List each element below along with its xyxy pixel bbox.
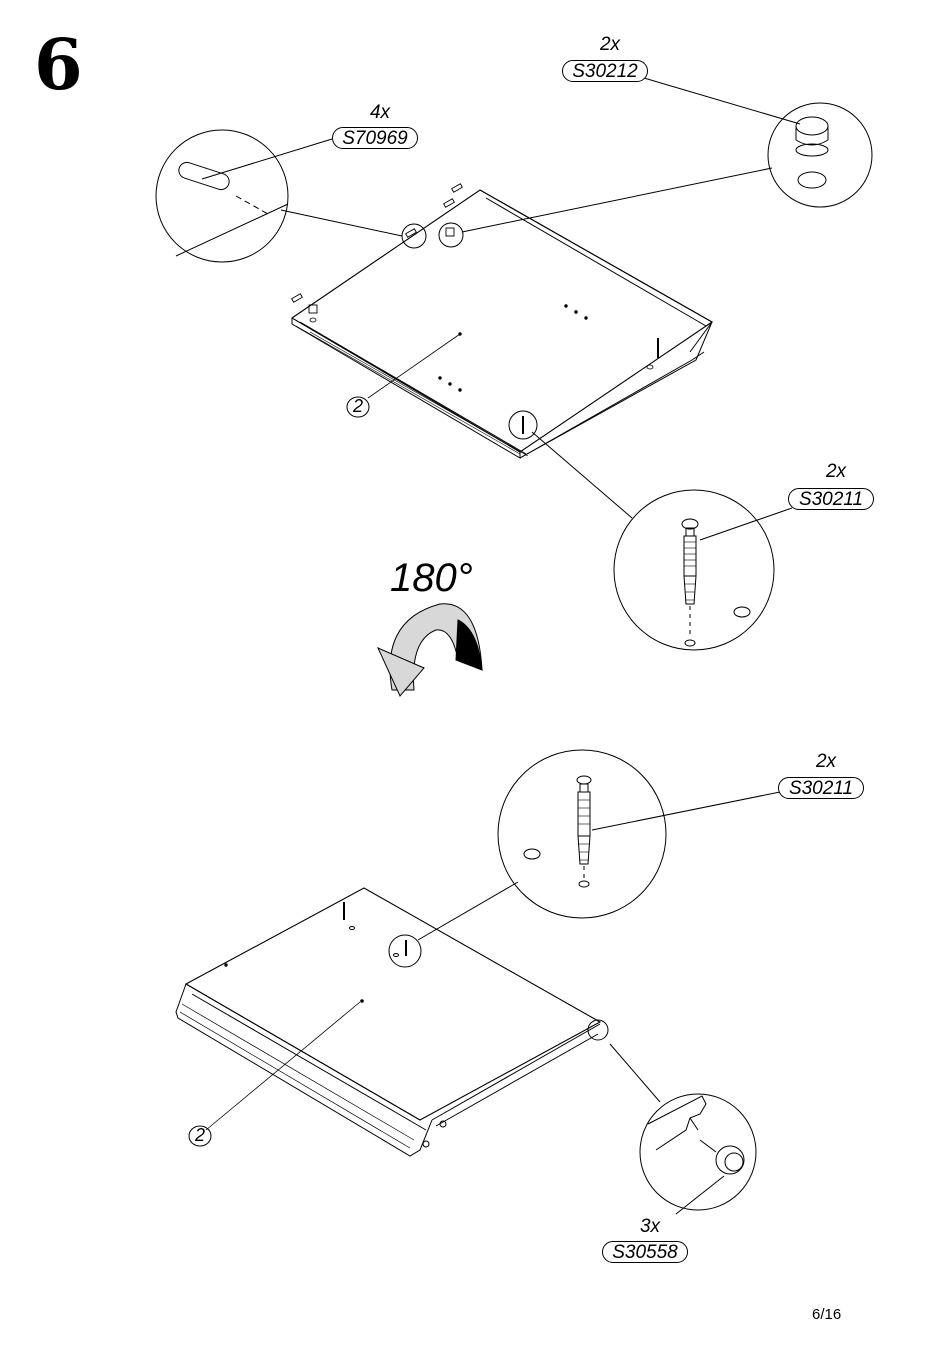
detail-cam-bolt-bottom [417, 749, 781, 941]
code-s30558: S30558 [602, 1241, 688, 1263]
detail-glide [609, 1043, 757, 1215]
part-2-top-circle [346, 396, 370, 418]
detail-dowel [155, 129, 403, 263]
code-s30212: S30212 [562, 60, 648, 82]
part-label-top: 2 [352, 396, 363, 416]
qty-s30211-top: 2x [825, 461, 847, 482]
code-s70969: S70969 [332, 127, 418, 149]
qty-s30212: 2x [599, 34, 621, 55]
top-panel [290, 183, 714, 459]
qty-s30558: 3x [639, 1216, 661, 1237]
rotation-arrow-icon [377, 603, 483, 697]
code-s30211-top: S30211 [788, 488, 874, 510]
part-label-bottom: 2 [194, 1125, 205, 1145]
bottom-panel [175, 887, 609, 1157]
qty-s70969: 4x [369, 102, 391, 123]
rotation-label: 180° [390, 556, 473, 600]
page-number: 6/16 [812, 1306, 842, 1323]
code-s30211-bottom: S30211 [778, 777, 864, 799]
part-2-bottom-circle [188, 1125, 212, 1147]
step-number: 6 [34, 23, 83, 106]
qty-s30211-bottom: 2x [815, 751, 837, 772]
detail-cam-lock [461, 77, 873, 233]
detail-cam-bolt-top [531, 431, 793, 651]
